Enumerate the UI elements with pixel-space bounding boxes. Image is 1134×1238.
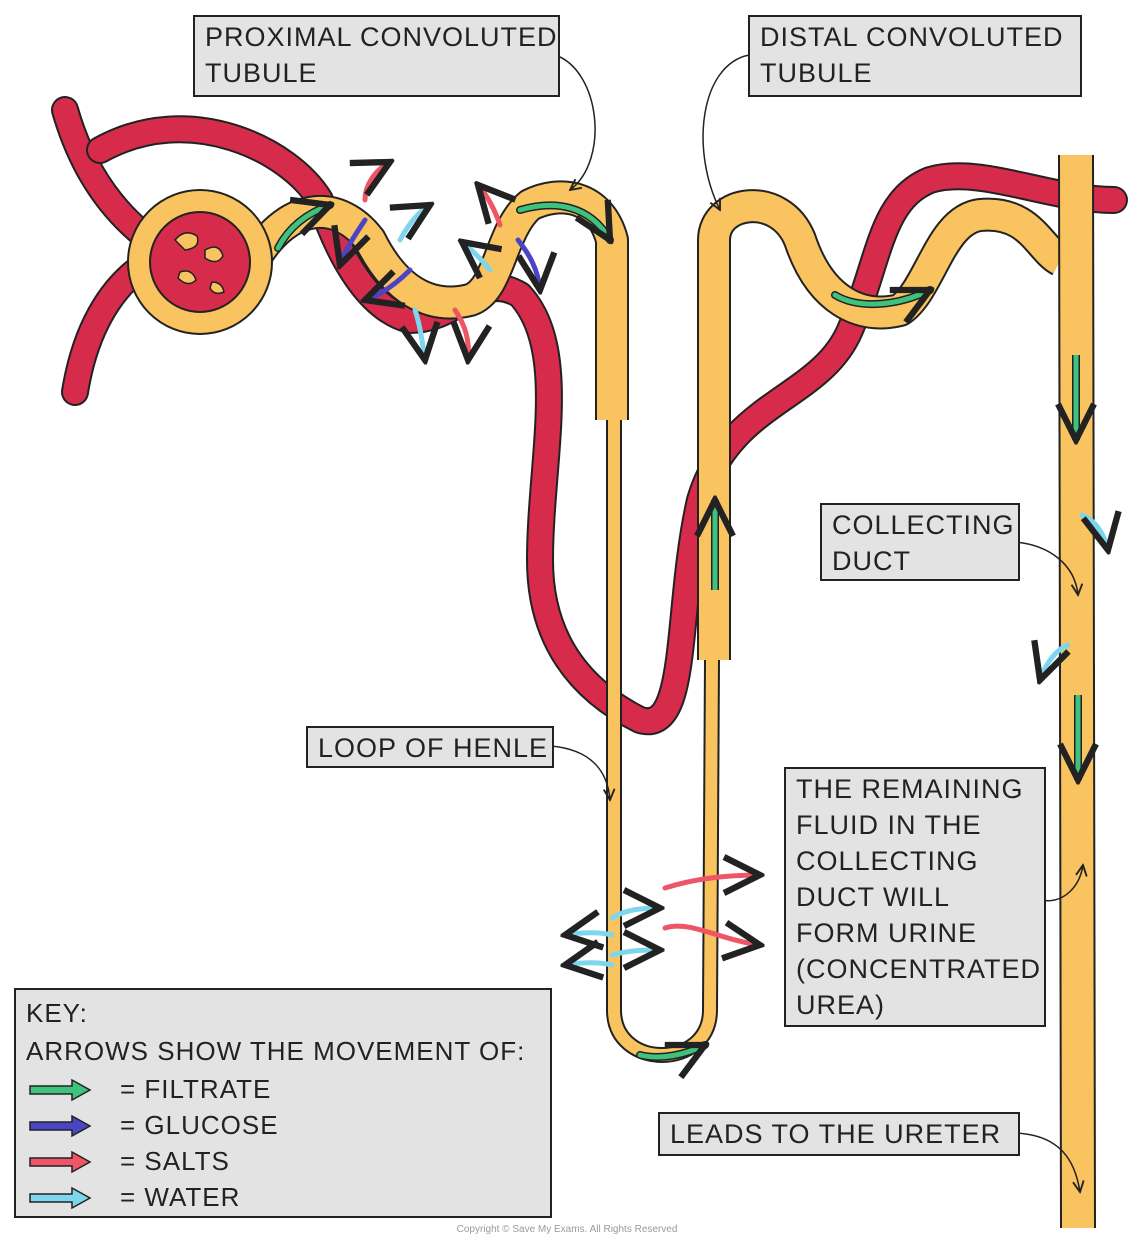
blood-vessels — [51, 96, 1128, 736]
label-line: DUCT — [832, 546, 911, 576]
label-line: TUBULE — [205, 58, 318, 88]
label-line: FORM URINE — [796, 918, 977, 948]
salts-arrow — [662, 926, 760, 945]
water-arrow — [609, 950, 660, 955]
key-item-water: = WATER — [28, 1182, 428, 1214]
label-leads-to-ureter: LEADS TO THE URETER — [658, 1112, 1020, 1156]
label-line: LEADS TO THE URETER — [670, 1119, 1002, 1149]
water-arrow — [415, 307, 425, 360]
glucose-arrow — [515, 237, 540, 290]
glucose-arrow-icon — [29, 1114, 92, 1138]
label-line: COLLECTING — [796, 846, 979, 876]
key-item-label: = GLUCOSE — [120, 1110, 279, 1140]
key-legend: KEY: ARROWS SHOW THE MOVEMENT OF: = FILT… — [14, 988, 552, 1218]
salts-arrow — [478, 185, 500, 228]
salts-arrow-icon — [29, 1150, 92, 1174]
label-loop-of-henle: LOOP OF HENLE — [306, 726, 554, 768]
label-line: UREA) — [796, 990, 886, 1020]
key-item-label: = FILTRATE — [120, 1074, 272, 1104]
water-arrow — [1040, 645, 1068, 680]
water-arrow — [400, 205, 430, 243]
label-line: LOOP OF HENLE — [318, 733, 549, 763]
key-item-label: = WATER — [120, 1182, 241, 1212]
glucose-arrow — [340, 217, 365, 265]
bowmans-capsule — [127, 189, 273, 335]
label-line: DISTAL CONVOLUTED — [760, 22, 1064, 52]
water-arrow — [609, 908, 660, 918]
key-item-salts: = SALTS — [28, 1146, 428, 1178]
salts-arrow — [455, 307, 468, 360]
label-remaining-fluid-urine: THE REMAINING FLUID IN THE COLLECTING DU… — [784, 767, 1046, 1027]
label-line: TUBULE — [760, 58, 873, 88]
key-title: KEY: — [26, 998, 88, 1028]
water-arrow — [1079, 515, 1108, 550]
salts-arrow — [662, 875, 760, 888]
label-line: COLLECTING — [832, 510, 1015, 540]
label-line: (CONCENTRATED — [796, 954, 1041, 984]
label-distal-convoluted-tubule: DISTAL CONVOLUTED TUBULE — [748, 15, 1082, 97]
glucose-arrow — [365, 267, 413, 300]
filtrate-arrow-icon — [29, 1078, 92, 1102]
label-collecting-duct: COLLECTING DUCT — [820, 503, 1020, 581]
label-line: PROXIMAL CONVOLUTED — [205, 22, 558, 52]
label-line: THE REMAINING — [796, 774, 1024, 804]
key-item-label: = SALTS — [120, 1146, 230, 1176]
label-line: FLUID IN THE — [796, 810, 982, 840]
water-arrow — [565, 933, 615, 935]
salts-arrow — [365, 162, 390, 203]
label-proximal-convoluted-tubule: PROXIMAL CONVOLUTED TUBULE — [193, 15, 560, 97]
copyright-notice: Copyright © Save My Exams. All Rights Re… — [456, 1224, 678, 1235]
water-arrow — [462, 242, 490, 270]
label-line: DUCT WILL — [796, 882, 951, 912]
movement-arrows — [274, 162, 1108, 1057]
water-arrow-icon — [29, 1186, 92, 1210]
key-subtitle: ARROWS SHOW THE MOVEMENT OF: — [26, 1036, 526, 1066]
distal-tubule-path — [697, 189, 1070, 660]
water-arrow — [565, 963, 615, 965]
key-item-filtrate: = FILTRATE — [28, 1074, 428, 1106]
glomerulus — [149, 211, 251, 313]
key-item-glucose: = GLUCOSE — [28, 1110, 428, 1142]
